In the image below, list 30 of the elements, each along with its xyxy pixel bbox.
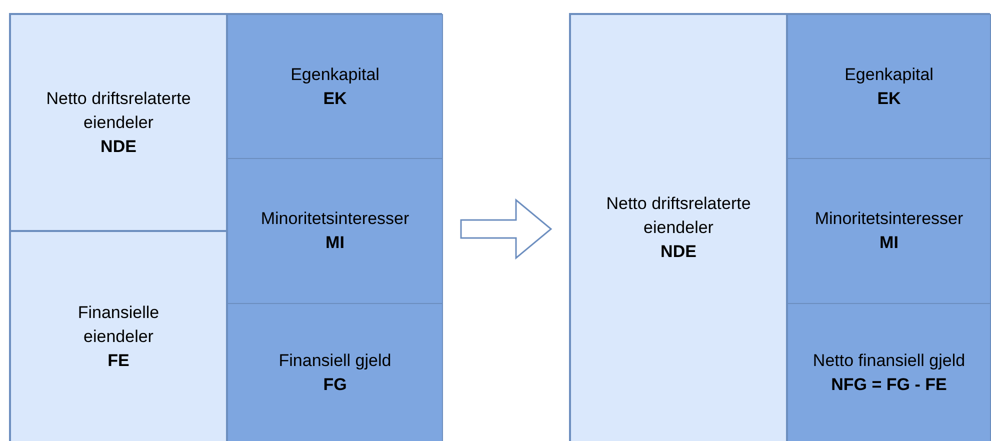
balance-item-box bbox=[787, 158, 991, 304]
balance-item-box bbox=[10, 14, 227, 231]
block-arrow bbox=[460, 198, 552, 260]
balance-item-box bbox=[570, 14, 787, 441]
abbreviation: FG bbox=[323, 374, 347, 396]
balance-item-box bbox=[227, 14, 443, 159]
balance-item-box bbox=[227, 303, 443, 441]
abbreviation: NFG = FG - FE bbox=[831, 374, 947, 396]
item-label: Finansiell gjeld bbox=[278, 350, 392, 372]
abbreviation: MI bbox=[326, 232, 344, 254]
item-label: Netto driftsrelaterte eiendeler bbox=[605, 193, 752, 239]
balance-sheet-frame bbox=[569, 13, 990, 441]
abbreviation: MI bbox=[880, 232, 898, 254]
abbreviation: EK bbox=[323, 88, 347, 110]
balance-item-box bbox=[787, 14, 991, 159]
balance-item-box bbox=[227, 158, 443, 304]
abbreviation: EK bbox=[877, 88, 901, 110]
item-label: Egenkapital bbox=[290, 64, 380, 86]
abbreviation: NDE bbox=[100, 136, 136, 158]
abbreviation: NDE bbox=[660, 241, 696, 263]
balance-sheet-frame bbox=[9, 13, 442, 441]
abbreviation: FE bbox=[108, 350, 130, 372]
item-label: Netto driftsrelaterte eiendeler bbox=[45, 88, 192, 134]
balance-item-box bbox=[10, 231, 227, 441]
item-label: Minoritetsinteresser bbox=[260, 208, 410, 230]
item-label: Netto finansiell gjeld bbox=[812, 350, 966, 372]
item-label: Finansielle eiendeler bbox=[76, 302, 160, 348]
item-label: Egenkapital bbox=[844, 64, 934, 86]
item-label: Minoritetsinteresser bbox=[814, 208, 964, 230]
balance-item-box bbox=[787, 303, 991, 441]
